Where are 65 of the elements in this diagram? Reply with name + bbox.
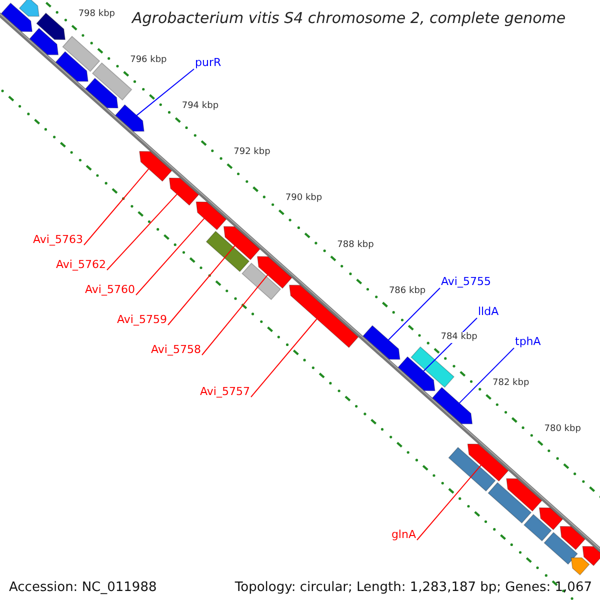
gene-feature	[523, 514, 552, 542]
leader-line	[136, 68, 194, 116]
scale-label: 784 kbp	[440, 332, 478, 343]
leader-line	[106, 194, 178, 270]
scale-label: 792 kbp	[234, 147, 270, 158]
gene-feature	[85, 78, 118, 108]
leader-line	[250, 318, 318, 398]
gene-feature	[410, 346, 455, 388]
gene-label: lldA	[478, 305, 499, 319]
gene-feature	[29, 28, 59, 56]
footer-text: Accession: NC_011988	[9, 581, 157, 595]
gene-feature	[223, 226, 260, 260]
leader-line	[388, 288, 440, 340]
gene-feature	[560, 526, 586, 550]
gene-feature	[256, 256, 292, 289]
leader-line	[202, 274, 268, 356]
gene-label: Avi_5763	[33, 233, 83, 247]
gene-feature	[0, 2, 33, 32]
scale-label: 798 kbp	[78, 8, 115, 20]
scale-label: 788 kbp	[337, 240, 374, 251]
gene-feature	[570, 557, 590, 576]
gene-feature	[18, 0, 40, 17]
gene-feature	[206, 230, 250, 272]
footer-text: Topology: circular; Length: 1,283,187 bp; Genes: 1,067	[234, 581, 592, 595]
gene-label: Avi_5755	[441, 275, 491, 289]
leader-line	[84, 168, 150, 246]
gene-feature	[114, 104, 144, 132]
gene-label: tphA	[515, 335, 541, 349]
scale-label: 796 kbp	[130, 54, 167, 66]
gene-feature	[467, 444, 509, 482]
scale-label: 790 kbp	[285, 193, 322, 204]
leader-line	[416, 464, 482, 540]
gene-feature	[55, 51, 88, 82]
gene-feature	[506, 478, 542, 512]
leader-line	[458, 348, 514, 404]
gene-feature	[448, 446, 496, 492]
gene-feature	[168, 178, 200, 206]
gene-feature	[139, 151, 172, 182]
gene-feature	[36, 12, 66, 40]
gene-feature	[92, 62, 132, 101]
gene-feature	[242, 262, 282, 300]
gene-feature	[362, 325, 400, 360]
scale-label: 782 kbp	[492, 378, 530, 389]
leader-line	[136, 218, 205, 296]
gene-feature	[196, 202, 227, 230]
scale-label: 786 kbp	[388, 286, 426, 297]
scale-label: 780 kbp	[544, 424, 581, 436]
gene-feature	[582, 546, 600, 566]
gene-label: Avi_5760	[85, 283, 135, 297]
gene-feature	[62, 36, 100, 72]
gene-feature	[288, 284, 359, 348]
gene-feature	[398, 356, 436, 392]
gene-label: purR	[195, 56, 222, 70]
gene-feature	[544, 532, 578, 565]
gene-feature	[432, 386, 473, 424]
leader-line	[168, 245, 236, 326]
gene-label: Avi_5757	[200, 385, 250, 399]
scale-label: 794 kbp	[182, 101, 219, 112]
gene-label: Avi_5759	[117, 313, 167, 327]
gene-feature	[488, 482, 532, 524]
gene-label: Avi_5762	[56, 258, 106, 272]
gene-label: Avi_5758	[151, 343, 201, 357]
gene-label: glnA	[391, 528, 416, 542]
gene-feature	[538, 507, 564, 530]
title: Agrobacterium vitis S4 chromosome 2, complete genome	[132, 9, 566, 27]
